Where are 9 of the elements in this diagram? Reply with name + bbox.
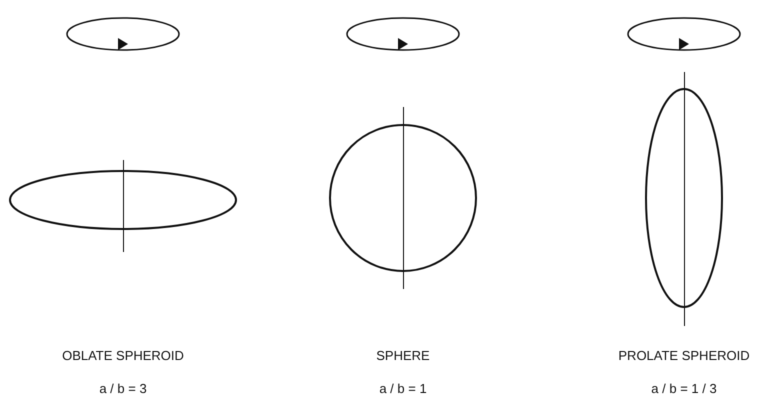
axis-ratio: a / b = 1 / 3 [651,380,717,398]
shape-name: PROLATE SPHEROID [618,347,750,365]
spheroid-outline [8,169,238,231]
shape-name: SPHERE [376,347,430,365]
axis-ratio: a / b = 1 [379,380,427,398]
spheroid-outline [644,87,724,309]
sphere-outline [328,123,478,273]
shape-name: OBLATE SPHEROID [62,347,184,365]
axis-ratio: a / b = 3 [99,380,147,398]
